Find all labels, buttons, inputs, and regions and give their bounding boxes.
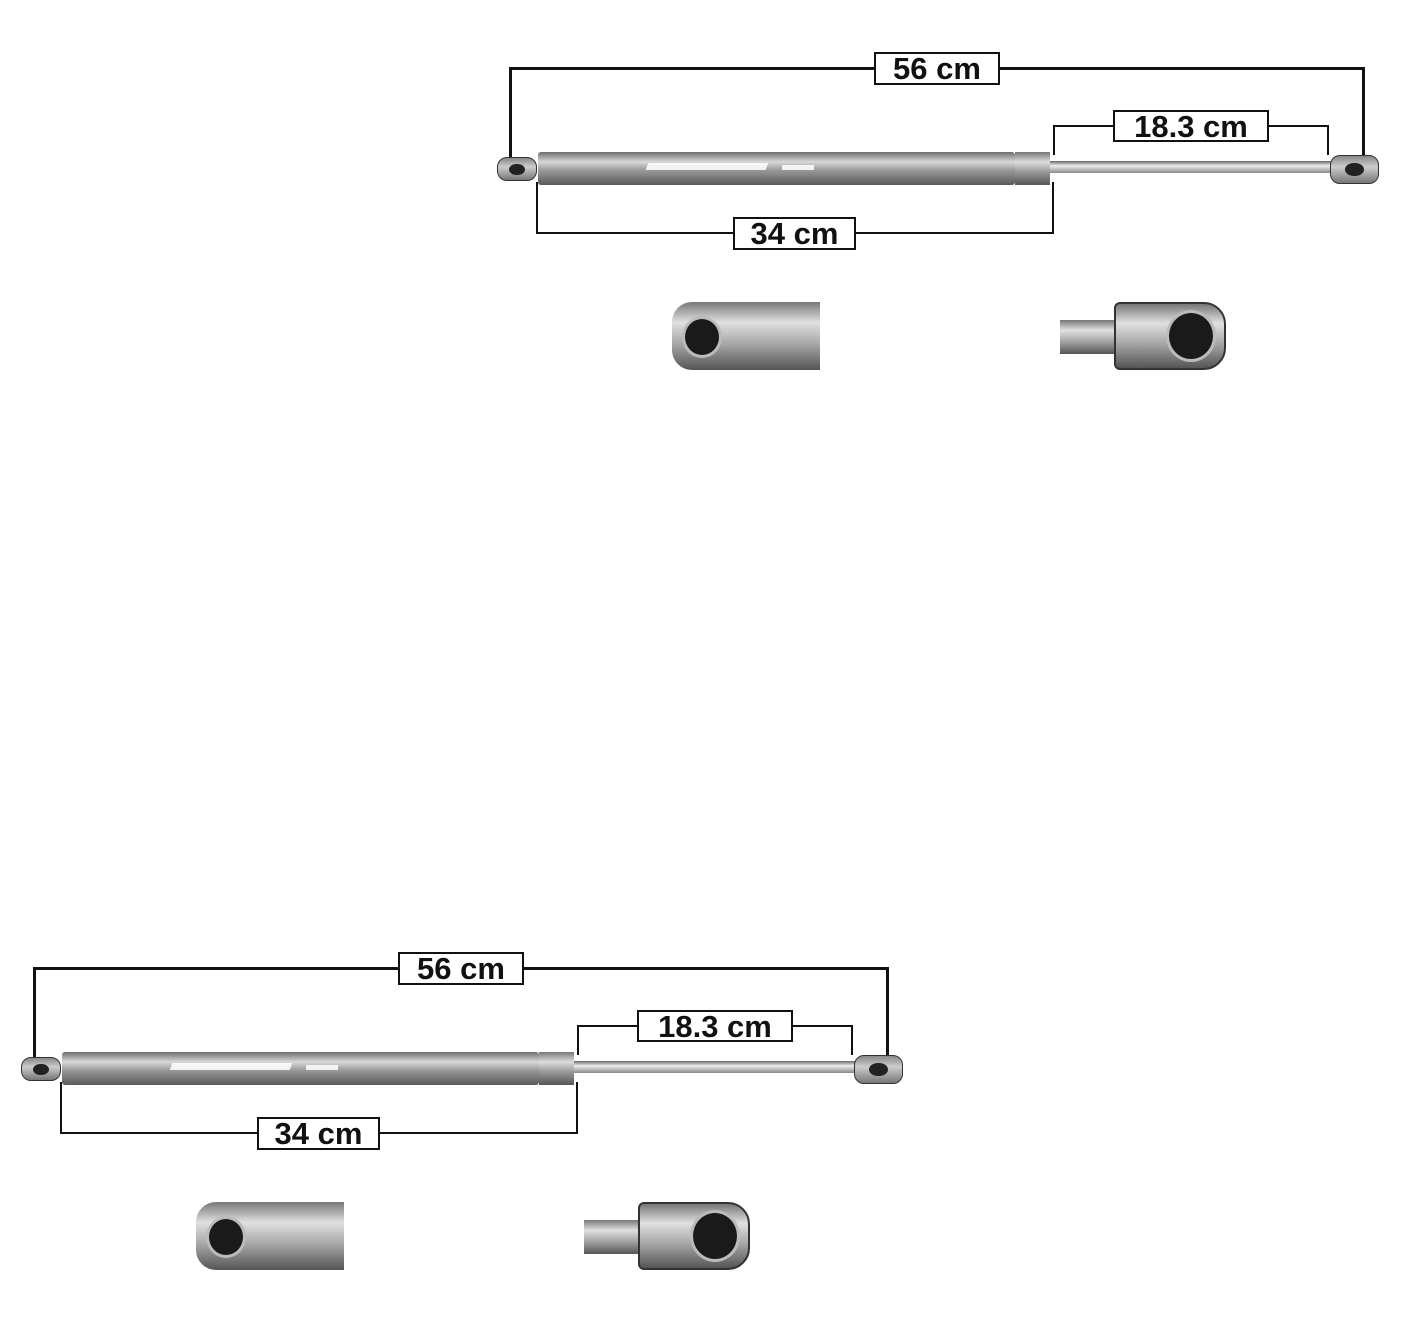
rod-detail (584, 1220, 644, 1254)
strut-seal-collar (1015, 152, 1050, 185)
right-eyelet (854, 1055, 903, 1084)
gas-strut-diagram-top: 56 cm 18.3 cm 34 cm (497, 50, 1387, 380)
dimension-line (851, 1025, 853, 1055)
stroke-length-label: 18.3 cm (637, 1010, 793, 1042)
brand-logo (645, 163, 769, 170)
gas-strut-diagram-bottom: 56 cm 18.3 cm 34 cm (21, 950, 911, 1280)
dimension-line (577, 1025, 579, 1055)
left-eyelet (21, 1057, 61, 1081)
dimension-line (1327, 125, 1329, 155)
dimension-line (1052, 182, 1054, 234)
dimension-line (886, 967, 889, 1057)
overall-length-label: 56 cm (398, 952, 524, 985)
right-eyelet (1330, 155, 1379, 184)
dimension-line (1053, 125, 1055, 155)
fitting-hole (682, 316, 722, 358)
left-end-fitting-detail (196, 1202, 344, 1270)
overall-length-label: 56 cm (874, 52, 1000, 85)
left-eyelet (497, 157, 537, 181)
right-end-fitting-detail (1114, 302, 1226, 370)
brand-logo (169, 1063, 293, 1070)
fitting-hole (690, 1210, 740, 1262)
piston-rod (574, 1061, 859, 1073)
dimension-line (33, 967, 36, 1060)
piston-rod (1050, 161, 1335, 173)
brand-logo-mark (782, 165, 814, 170)
dimension-line (536, 182, 538, 234)
left-end-fitting-detail (672, 302, 820, 370)
body-length-label: 34 cm (733, 217, 856, 250)
dimension-line (1362, 67, 1365, 157)
dimension-line (60, 1082, 62, 1134)
rod-detail (1060, 320, 1120, 354)
strut-cylinder (62, 1052, 539, 1085)
brand-logo-mark (306, 1065, 338, 1070)
dimension-line (576, 1082, 578, 1134)
right-end-fitting-detail (638, 1202, 750, 1270)
body-length-label: 34 cm (257, 1117, 380, 1150)
fitting-hole (206, 1216, 246, 1258)
strut-cylinder (538, 152, 1015, 185)
dimension-line (509, 67, 512, 160)
stroke-length-label: 18.3 cm (1113, 110, 1269, 142)
strut-seal-collar (539, 1052, 574, 1085)
fitting-hole (1166, 310, 1216, 362)
